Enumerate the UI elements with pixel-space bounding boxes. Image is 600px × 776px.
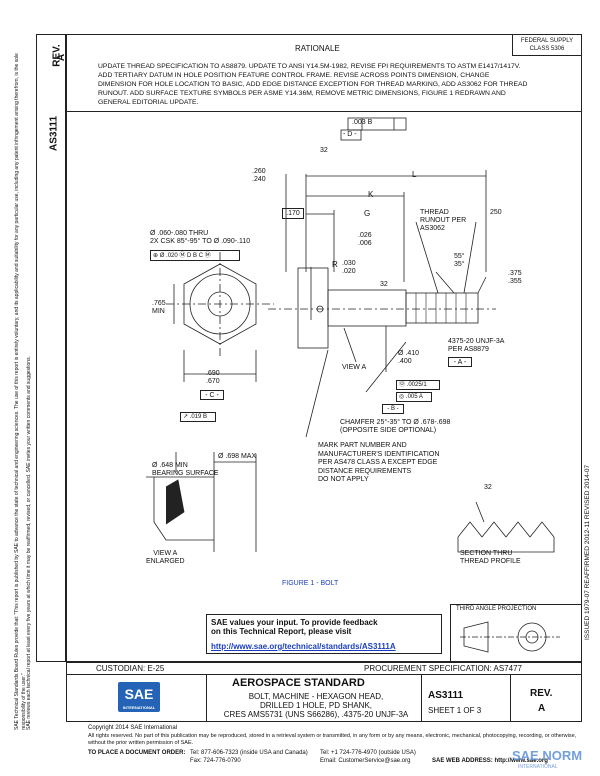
title-rev-label: REV.: [530, 688, 553, 699]
mark-note: MARK PART NUMBER AND MANUFACTURER'S IDEN…: [318, 442, 440, 483]
dim-170: .170: [282, 208, 304, 219]
rationale-title: RATIONALE: [295, 44, 340, 53]
title-doc-number: AS3111: [428, 690, 464, 701]
hole-callout: Ø .060-.080 THRU 2X CSK 85°-95° TO Ø .09…: [150, 230, 251, 245]
sae-logo: SAE INTERNATIONAL: [118, 682, 160, 712]
doc-number-side: AS3111: [48, 115, 60, 152]
footer-order-label: TO PLACE A DOCUMENT ORDER:: [88, 750, 186, 756]
drawing-frame: [66, 34, 582, 662]
view-a-label: VIEW A: [342, 364, 367, 371]
datum-b: - B -: [382, 404, 404, 414]
sae-review-text: SAE reviews each technical report at lea…: [26, 356, 32, 730]
surface-symbol-250: 250: [490, 209, 502, 216]
projection-label: THIRD ANGLE PROJECTION: [456, 606, 537, 612]
dim-L: L: [412, 170, 417, 179]
footer-copyright: Copyright 2014 SAE International: [88, 725, 178, 731]
bolt-drawing: [146, 117, 555, 553]
datum-frame-top: .003 B: [352, 119, 373, 126]
dim-260-240: .260 .240: [252, 168, 266, 183]
dim-375-355: .375 .355: [508, 270, 522, 285]
footer-tel1: Tel: 877-606-7323 (inside USA and Canada…: [190, 750, 308, 756]
left-margin-strip: [36, 34, 66, 662]
surface-symbol-top: 32: [320, 147, 328, 154]
rationale-box: [66, 34, 582, 112]
feedback-box: SAE values your input. To provide feedba…: [206, 614, 442, 654]
title-rev-cell: [510, 674, 511, 722]
dim-410-400: Ø .410 .400: [398, 350, 420, 365]
sae-logo-sub: INTERNATIONAL: [122, 705, 156, 710]
revision-history: ISSUED 1979-07 REAFFIRMED 2012-11 REVISE…: [584, 464, 591, 640]
footer-email: Email: CustomerService@sae.org: [320, 758, 411, 764]
standard-title: AEROSPACE STANDARD: [232, 677, 365, 689]
fcf-005-a: ◎ .005 A: [396, 392, 432, 402]
surface-symbol-mid: 32: [380, 281, 388, 288]
dim-698-max: Ø .698 MAX: [218, 453, 257, 460]
footer-tel2: Tel: +1 724-776-4970 (outside USA): [320, 750, 416, 756]
dim-765-min: .765 MIN: [152, 300, 166, 315]
rationale-text: UPDATE THREAD SPECIFICATION TO AS8879. U…: [98, 63, 528, 106]
dim-030-020: .030 .020: [342, 260, 356, 275]
footer-rights: All rights reserved. No part of this pub…: [88, 733, 577, 746]
feedback-line2: on this Technical Report, please visit: [211, 627, 352, 636]
dim-K: K: [368, 190, 374, 199]
chamfer-note: CHAMFER 25°-35° TO Ø .678-.698 (OPPOSITE…: [340, 419, 451, 434]
sae-logo-text: SAE: [124, 686, 154, 702]
thread-spec: 4375-20 UNJF-3A PER AS8879: [448, 338, 505, 353]
dim-648-min: Ø .648 MIN BEARING SURFACE: [152, 462, 219, 477]
custodian: CUSTODIAN: E-25: [96, 664, 165, 673]
feedback-line1: SAE values your input. To provide feedba…: [211, 618, 378, 627]
projection-box: [450, 604, 582, 662]
part-description: BOLT, MACHINE - HEXAGON HEAD, DRILLED 1 …: [223, 692, 409, 719]
projection-symbol: [460, 621, 560, 653]
dim-026-006: .026 .006: [358, 232, 372, 247]
angle-55-35: 55° 35°: [454, 253, 465, 268]
fcf-019-b: ↗ .019 B: [180, 412, 216, 422]
datum-c: - C -: [200, 390, 224, 400]
surface-symbol-thread: 32: [484, 484, 492, 491]
title-divider: [66, 674, 582, 675]
view-a-enlarged: VIEW A ENLARGED: [146, 550, 185, 565]
title-block: [66, 662, 582, 722]
dim-R: R: [332, 260, 338, 269]
section-thru-label: SECTION THRU THREAD PROFILE: [460, 550, 521, 565]
procurement-spec: PROCUREMENT SPECIFICATION: AS7477: [364, 664, 522, 673]
federal-supply-class: FEDERAL SUPPLY CLASS 5306: [512, 34, 582, 56]
hole-feature-control-frame: ⊕ Ø .020 Ⓜ D B C Ⓜ: [150, 250, 240, 261]
figure-caption: FIGURE 1 - BOLT: [282, 580, 339, 587]
datum-d: - D -: [343, 131, 357, 138]
footer-web: SAE WEB ADDRESS: http://www.sae.org: [432, 758, 548, 764]
dim-690-670: .690 .670: [206, 370, 220, 385]
sheet-number: SHEET 1 OF 3: [428, 706, 482, 715]
title-rev-value: A: [538, 703, 546, 714]
dim-G: G: [364, 209, 371, 218]
thread-runout-note: THREAD RUNOUT PER AS3062: [420, 209, 467, 232]
fcf-0025: Ⓞ .0025/1: [396, 380, 440, 390]
feedback-link[interactable]: http://www.sae.org/technical/standards/A…: [211, 642, 396, 651]
datum-a: - A -: [448, 357, 472, 367]
watermark-sub: INTERNATIONAL: [518, 764, 558, 770]
title-block-desc-cell: [206, 674, 422, 722]
watermark-text: SAE NORM: [512, 748, 583, 763]
footer-fax: Fax: 724-776-0790: [190, 758, 241, 764]
